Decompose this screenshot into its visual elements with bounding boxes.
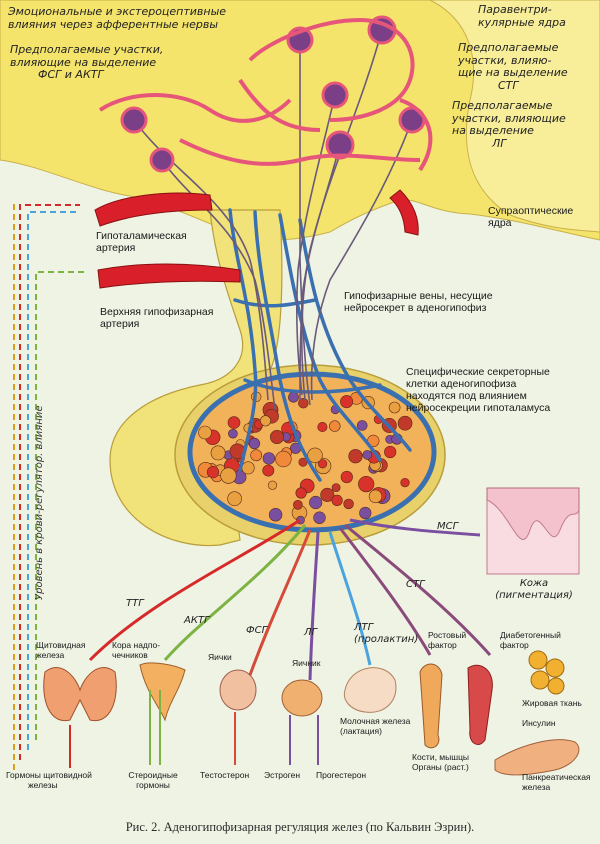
secretory-cell [331, 494, 343, 507]
secretory-cell [228, 428, 238, 439]
thyroid-gland [43, 667, 117, 722]
label-fat: Жировая ткань [522, 698, 582, 708]
secretory-cell [227, 491, 242, 507]
secretory-cell [313, 511, 326, 524]
label-mammary: Молочная железа(лактация) [340, 716, 411, 736]
secretory-cell [384, 445, 397, 459]
secretory-cell [318, 459, 328, 469]
bone [419, 663, 443, 749]
target-organs [43, 650, 580, 776]
secretory-cell [268, 508, 283, 522]
secretory-cell [320, 487, 335, 502]
fat-tissue [528, 650, 565, 695]
secretory-cell [298, 398, 309, 409]
secretory-cell [259, 415, 271, 427]
third-ventricle [429, 0, 600, 233]
secretory-cell [317, 421, 328, 432]
output-arrows [69, 690, 319, 768]
secretory-cell [331, 483, 341, 492]
secretory-cell [267, 480, 278, 490]
secretory-cell [397, 415, 413, 431]
label-adrenal: Кора надпо-чечников [112, 640, 161, 660]
output-testosterone: Тестостерон [200, 770, 250, 780]
ovary [281, 679, 323, 717]
label-ovary: Яичник [292, 658, 321, 668]
hormone-fsg: ФСГ [246, 625, 268, 636]
secretory-cell [227, 416, 241, 429]
label-fsg-actg: Предполагаемые участки,влияющие на выдел… [10, 43, 164, 81]
secretory-cell [248, 437, 261, 450]
secretory-cell [206, 466, 220, 479]
hormone-stg: СТГ [406, 579, 425, 590]
output-progesterone: Прогестерон [316, 770, 367, 780]
secretory-cell [340, 395, 354, 409]
secretory-cell [198, 425, 212, 440]
secretory-cell [241, 461, 255, 475]
secretory-cell [329, 420, 341, 432]
adrenal-gland [139, 662, 186, 722]
skin-image [486, 487, 580, 575]
testes [219, 669, 257, 711]
label-testes: Яички [208, 652, 232, 662]
hormone-arrows [88, 518, 492, 681]
pancreas [494, 739, 580, 776]
secretory-cell [295, 487, 307, 499]
side-label: Уровень в крови-регулятор. влияние [34, 405, 45, 600]
secretory-cell [340, 470, 353, 484]
figure-caption: Рис. 2. Аденогипофизарная регуляция желе… [125, 820, 475, 834]
hormone-ttg: ТТГ [126, 598, 144, 609]
muscle [467, 664, 493, 745]
secretory-cell [348, 449, 363, 464]
secretory-cell [250, 449, 263, 462]
hormone-actg: АКТГ [184, 615, 210, 626]
secretory-cell [275, 450, 292, 468]
secretory-cell [210, 445, 226, 461]
secretory-cell [309, 495, 323, 510]
hormone-msg: МСГ [437, 521, 459, 532]
secretory-cell [343, 498, 354, 510]
label-insulin: Инсулин [522, 718, 556, 728]
secretory-cell [358, 476, 375, 493]
secretory-cell [288, 391, 299, 403]
secretory-cell [293, 499, 303, 510]
output-estrogen: Эстроген [264, 770, 301, 780]
arteries [94, 189, 419, 289]
secretory-cell [262, 452, 276, 465]
label-skin: Кожа(пигментация) [495, 578, 573, 601]
secretory-cell [307, 447, 323, 463]
feedback-lines [13, 200, 85, 770]
secretory-cell [362, 450, 373, 460]
secretory-cell [269, 429, 284, 444]
portal-veins [228, 208, 412, 482]
secretory-cell [368, 489, 383, 504]
label-paraventricular: Паравентри-кулярные ядра [478, 3, 566, 29]
hormone-ltg: ЛТГ(пролактин) [354, 622, 419, 645]
secretory-cell [356, 420, 368, 431]
capillary-network [98, 18, 433, 172]
secretory-cell [388, 401, 401, 414]
hormone-lg: ЛГ [304, 627, 318, 638]
secretory-cell [262, 464, 275, 477]
mammary-gland [343, 667, 397, 713]
secretory-cell [359, 506, 372, 520]
secretory-cell [400, 478, 410, 488]
secretory-cell [220, 467, 237, 484]
